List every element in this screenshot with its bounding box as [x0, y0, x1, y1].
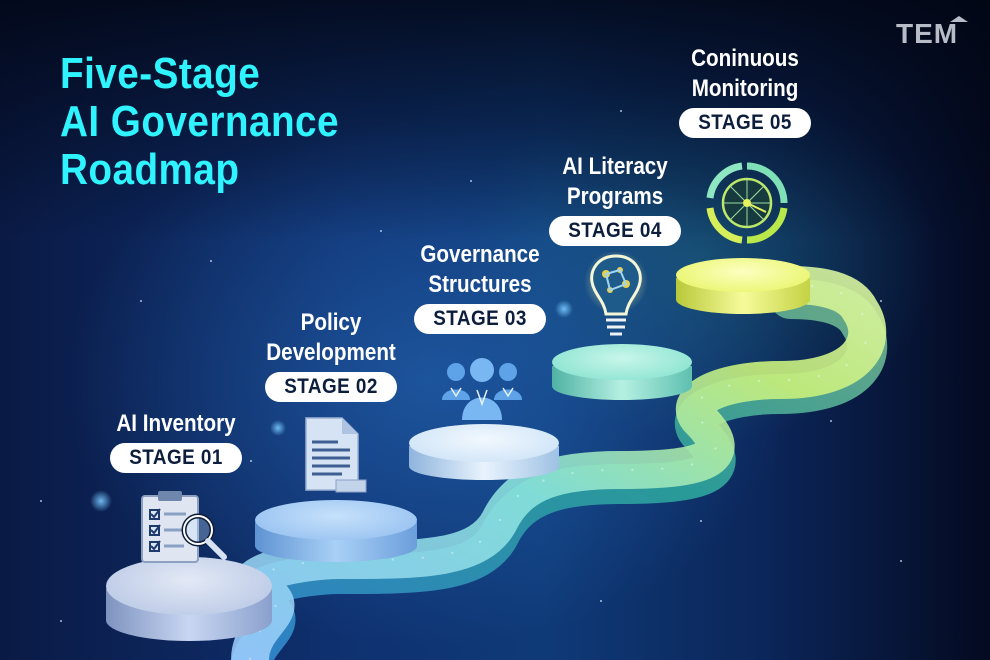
- monitoring-dial-icon: [706, 162, 788, 244]
- star: [210, 260, 212, 262]
- star: [880, 300, 882, 302]
- platform-stage-04: [552, 344, 692, 400]
- star: [40, 500, 42, 502]
- star: [250, 460, 252, 462]
- stage-02-name-line-2: Development: [266, 339, 396, 366]
- stage-02-label: Policy Development STAGE 02: [246, 308, 416, 402]
- stage-01-label: AI Inventory STAGE 01: [96, 409, 256, 473]
- graduation-cap-icon: [950, 16, 968, 22]
- stage-03-badge: STAGE 03: [414, 304, 546, 334]
- stage-05-name-line-2: Monitoring: [691, 75, 799, 102]
- platform-stage-05: [676, 258, 810, 314]
- glow-dot: [555, 300, 573, 318]
- platform-stage-02: [255, 500, 417, 562]
- glow-dot: [270, 420, 286, 436]
- stage-04-badge: STAGE 04: [549, 216, 681, 246]
- page-title: Five-Stage AI Governance Roadmap: [60, 50, 339, 194]
- title-line-2: AI Governance: [60, 97, 340, 146]
- platform-stage-01: [106, 557, 272, 641]
- star: [900, 560, 902, 562]
- stage-05-name-line-1: Coninuous: [691, 45, 799, 72]
- stage-04-name-line-2: Programs: [566, 183, 664, 210]
- platform-stage-03: [409, 424, 559, 480]
- stage-04-label: AI Literacy Programs STAGE 04: [540, 152, 690, 246]
- star: [620, 110, 622, 112]
- brain-lightbulb-icon: [584, 252, 648, 336]
- star: [140, 300, 142, 302]
- star: [600, 600, 602, 602]
- clipboard-checklist-magnifier-icon: [141, 491, 227, 563]
- stage-05-badge: STAGE 05: [679, 108, 811, 138]
- star: [700, 520, 702, 522]
- stage-01-badge: STAGE 01: [110, 443, 242, 473]
- stage-03-name-line-2: Structures: [428, 271, 532, 298]
- stage-02-name-line-1: Policy: [300, 309, 362, 336]
- document-icon: [305, 417, 367, 493]
- team-people-icon: [442, 358, 522, 420]
- stage-03-label: Governance Structures STAGE 03: [400, 240, 560, 334]
- title-line-3: Roadmap: [60, 145, 240, 194]
- stage-02-badge: STAGE 02: [265, 372, 397, 402]
- star: [830, 420, 832, 422]
- stage-03-name-line-1: Governance: [420, 241, 540, 268]
- brand-logo: TEM: [896, 18, 959, 49]
- stage-01-name: AI Inventory: [116, 410, 236, 437]
- stage-04-name-line-1: AI Literacy: [562, 153, 668, 180]
- glow-dot: [90, 490, 112, 512]
- star: [380, 230, 382, 232]
- stage-05-label: Coninuous Monitoring STAGE 05: [670, 44, 820, 138]
- title-line-1: Five-Stage: [60, 49, 261, 98]
- star: [470, 180, 472, 182]
- star: [60, 620, 62, 622]
